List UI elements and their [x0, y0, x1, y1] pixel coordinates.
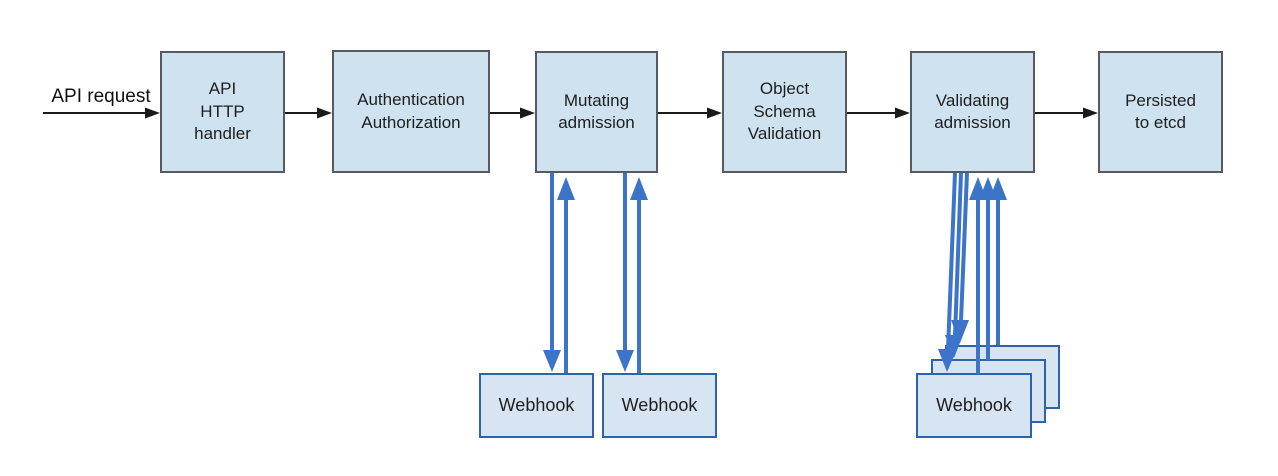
box-persisted-to-etcd: Persisted to etcd	[1098, 51, 1223, 173]
validating-webhook-front: Webhook	[916, 373, 1032, 438]
arrow-handler-to-auth	[285, 107, 332, 119]
arrow-validating-to-webhook-front	[938, 172, 957, 372]
arrow-validating-to-webhook-back	[951, 172, 969, 343]
box-mutating-admission: Mutating admission	[535, 51, 658, 173]
arrow-mutating-to-webhook1	[543, 173, 561, 372]
box-validating-admission: Validating admission	[910, 51, 1035, 173]
arrow-mutating-to-schema	[658, 107, 722, 119]
api-request-label: API request	[51, 86, 151, 107]
arrow-webhook1-to-mutating	[557, 177, 575, 373]
arrow-auth-to-mutating	[490, 107, 535, 119]
arrow-webhook-back-to-validating	[989, 177, 1007, 345]
box-api-http-handler: API HTTP handler	[160, 51, 285, 173]
mutating-webhook-1: Webhook	[479, 373, 594, 438]
arrow-mutating-to-webhook2	[616, 173, 634, 372]
box-authentication-authorization: Authentication Authorization	[332, 50, 490, 173]
box-object-schema-validation: Object Schema Validation	[722, 51, 847, 173]
arrow-webhook2-to-mutating	[630, 177, 648, 373]
arrow-validating-to-etcd	[1035, 107, 1098, 119]
arrow-schema-to-validating	[847, 107, 910, 119]
arrow-webhook-middle-to-validating	[979, 177, 997, 360]
arrow-api-request	[43, 107, 160, 119]
arrow-validating-to-webhook-middle	[945, 172, 963, 358]
mutating-webhook-2: Webhook	[602, 373, 717, 438]
